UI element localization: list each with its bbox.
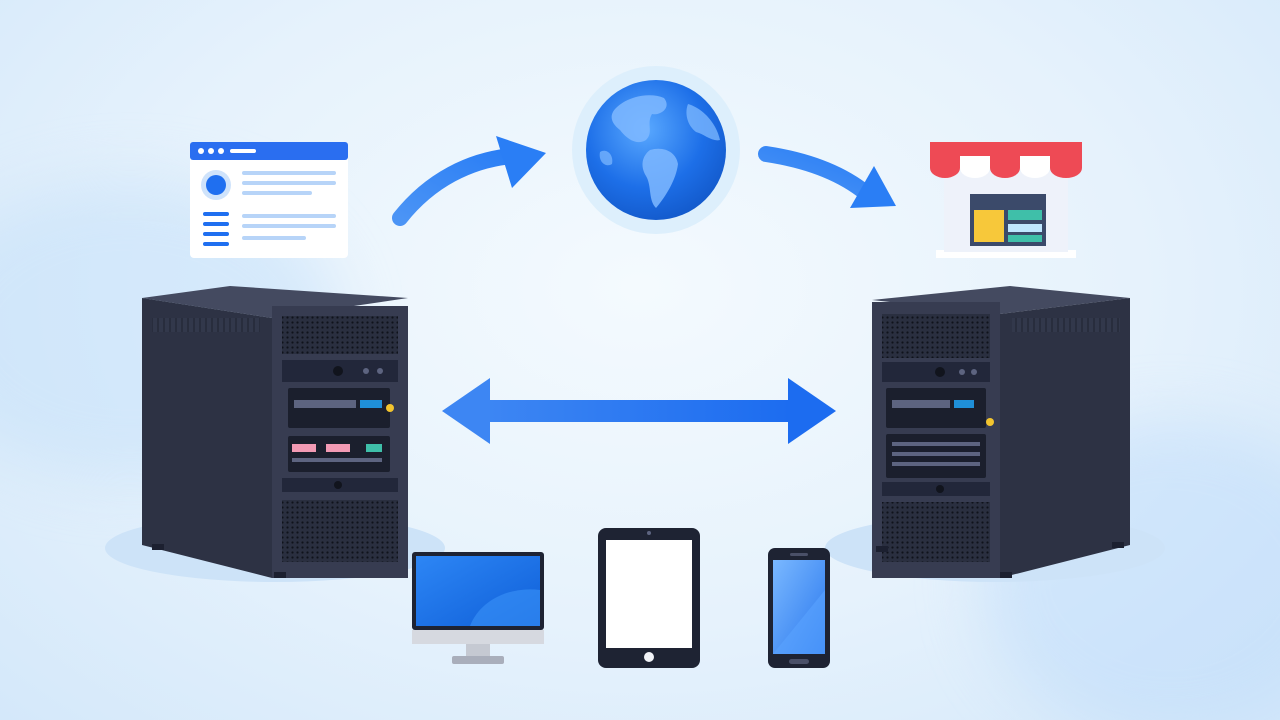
browser-window-icon: [190, 142, 348, 258]
arrow-to-globe: [392, 136, 546, 226]
server-tower-icon-right: [872, 286, 1130, 578]
bidirectional-arrow: [442, 378, 836, 444]
smartphone-icon: [768, 548, 830, 668]
arrow-to-storefront: [758, 146, 896, 208]
server-tower-icon-left: [142, 286, 408, 578]
monitor-icon: [412, 552, 544, 664]
storefront-icon: [930, 142, 1082, 258]
tablet-icon: [598, 528, 700, 668]
globe-icon: [572, 66, 740, 234]
